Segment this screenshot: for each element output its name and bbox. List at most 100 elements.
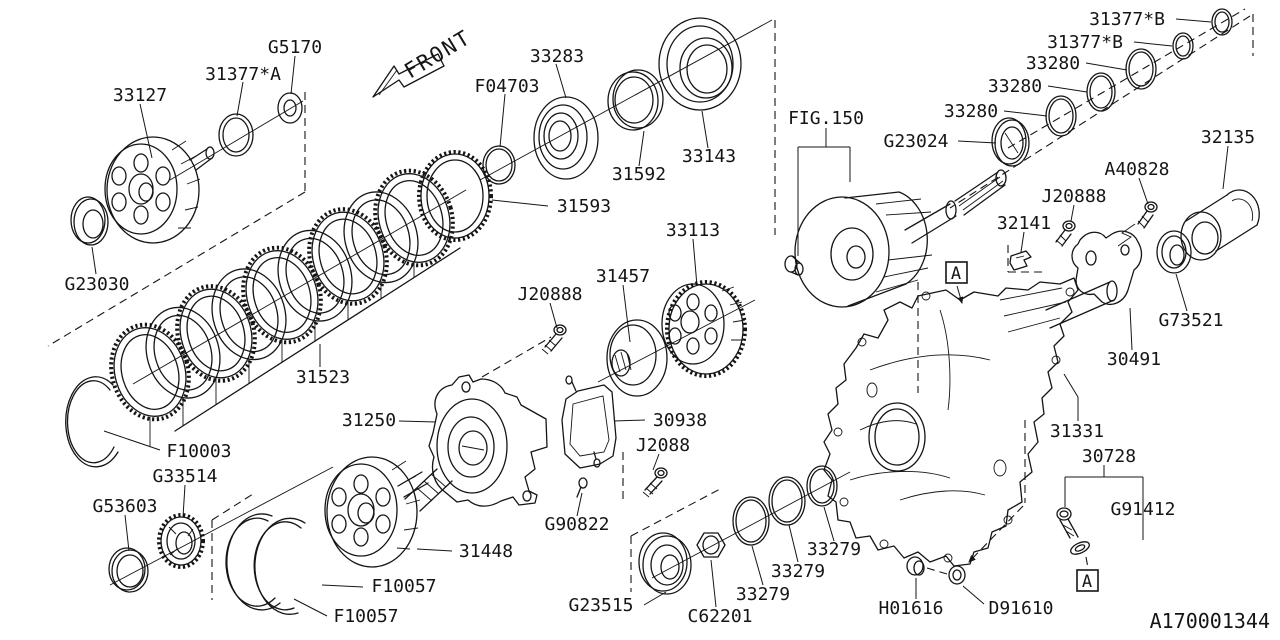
part-label-31377-b: 31377*B <box>1047 32 1123 53</box>
part-label-30491: 30491 <box>1107 349 1161 370</box>
bolt-J20888-right <box>1055 220 1076 247</box>
lock-nut-C62201 <box>696 532 726 558</box>
clip-32141 <box>1009 250 1032 271</box>
part-label-g91412: G91412 <box>1110 499 1175 520</box>
part-label-30938: 30938 <box>653 410 707 431</box>
disc-33283 <box>533 96 599 180</box>
part-label-j20888: J20888 <box>1041 186 1106 207</box>
part-label-33280: 33280 <box>1026 53 1080 74</box>
plug-H01616 <box>906 556 925 576</box>
part-label-g53603: G53603 <box>92 496 157 517</box>
part-label-33143: 33143 <box>682 146 736 167</box>
bearing-G23515 <box>638 532 692 595</box>
part-label-f04703: F04703 <box>474 76 539 97</box>
part-label-31331: 31331 <box>1050 421 1104 442</box>
snap-ring-F10057-b <box>253 517 306 615</box>
part-label-31523: 31523 <box>296 367 350 388</box>
leader-lines <box>91 18 1229 617</box>
part-label-j20888: J20888 <box>517 284 582 305</box>
ring-G5170 <box>277 92 303 124</box>
part-label-33280: 33280 <box>988 76 1042 97</box>
part-label-32135: 32135 <box>1201 127 1255 148</box>
screw-G90822 <box>576 477 588 498</box>
part-label-g23515: G23515 <box>568 595 633 616</box>
bearing-G23024 <box>991 117 1030 167</box>
ring-31377B-a <box>1172 32 1194 60</box>
snap-ring-F10003 <box>65 376 119 468</box>
part-label-front: FRONT <box>400 25 475 83</box>
washer-D91610 <box>948 565 966 585</box>
bolt-J2088 <box>642 467 668 498</box>
oring-31377A <box>218 113 254 157</box>
part-label-a40828: A40828 <box>1104 159 1169 180</box>
oring-F04703 <box>482 145 516 185</box>
part-label-31457: 31457 <box>596 266 650 287</box>
pump-cover-30938 <box>561 375 617 469</box>
part-label-33127: 33127 <box>113 85 167 106</box>
part-label-g5170: G5170 <box>268 37 322 58</box>
callout-letter: A <box>1082 572 1092 592</box>
torque-converter <box>794 169 1007 308</box>
part-label-31377-b: 31377*B <box>1089 9 1165 30</box>
part-label-33113: 33113 <box>666 220 720 241</box>
snap-ring-F10057-a <box>225 513 281 611</box>
part-label-31593: 31593 <box>557 196 611 217</box>
clutch-drum-31448 <box>324 456 429 568</box>
part-label-h01616: H01616 <box>878 598 943 619</box>
bearing-G23030 <box>70 196 109 246</box>
oring-33280-c <box>1125 48 1157 90</box>
part-label-33279: 33279 <box>771 561 825 582</box>
hub-31457 <box>606 319 668 397</box>
converter-plug <box>784 255 804 276</box>
part-label-d91610: D91610 <box>988 598 1053 619</box>
part-label-32141: 32141 <box>997 213 1051 234</box>
front-direction-arrow <box>372 53 445 98</box>
part-label-g90822: G90822 <box>544 514 609 535</box>
part-label-g33514: G33514 <box>152 466 217 487</box>
oring-33279-b <box>768 476 806 526</box>
transmission-case-31331 <box>823 277 1079 567</box>
part-label-30728: 30728 <box>1082 446 1136 467</box>
part-label-g73521: G73521 <box>1158 310 1223 331</box>
part-label-31592: 31592 <box>612 164 666 185</box>
cylinder-32135 <box>1180 189 1260 261</box>
oil-pump-31250 <box>404 374 548 512</box>
part-label-31250: 31250 <box>342 410 396 431</box>
drain-plug-G91412 <box>1056 507 1090 555</box>
part-label-33280: 33280 <box>944 101 998 122</box>
bolt-J20888-left <box>541 324 567 355</box>
part-label-31448: 31448 <box>459 541 513 562</box>
callout-box-A-1: A <box>945 261 968 304</box>
bolt-A40828 <box>1137 201 1158 229</box>
one-way-clutch-G33514 <box>157 513 205 569</box>
callout-box-A-2: A <box>1076 569 1099 592</box>
clutch-drum-33127 <box>104 136 215 244</box>
ring-31377B-b <box>1211 8 1233 36</box>
ring-gear-33143 <box>658 17 742 111</box>
part-label-33283: 33283 <box>530 46 584 67</box>
part-label-g23030: G23030 <box>64 274 129 295</box>
part-label-33279: 33279 <box>736 584 790 605</box>
oring-33280-a <box>1045 95 1077 137</box>
dashed-construction-lines <box>47 8 1254 600</box>
oring-33279-c <box>806 465 838 507</box>
part-label-31377-a: 31377*A <box>205 64 281 85</box>
toothed-ring-31593 <box>417 150 493 242</box>
bracket-30491 <box>1071 230 1143 305</box>
part-label-f10057: F10057 <box>371 576 436 597</box>
seal-ring-31592 <box>607 69 664 131</box>
seal-G53603 <box>108 547 149 593</box>
oring-33280-b <box>1086 72 1116 112</box>
oring-33279-a <box>732 496 770 546</box>
sprocket-33113 <box>661 280 747 378</box>
part-label-g23024: G23024 <box>883 131 948 152</box>
part-label-f10057: F10057 <box>333 606 398 627</box>
part-label-f10003: F10003 <box>166 441 231 462</box>
part-label-fig-150: FIG.150 <box>788 108 864 129</box>
break-symbol <box>1117 223 1136 247</box>
clutch-plate-pack-31523 <box>109 168 461 448</box>
drawing-id: A170001344 <box>1150 609 1270 633</box>
